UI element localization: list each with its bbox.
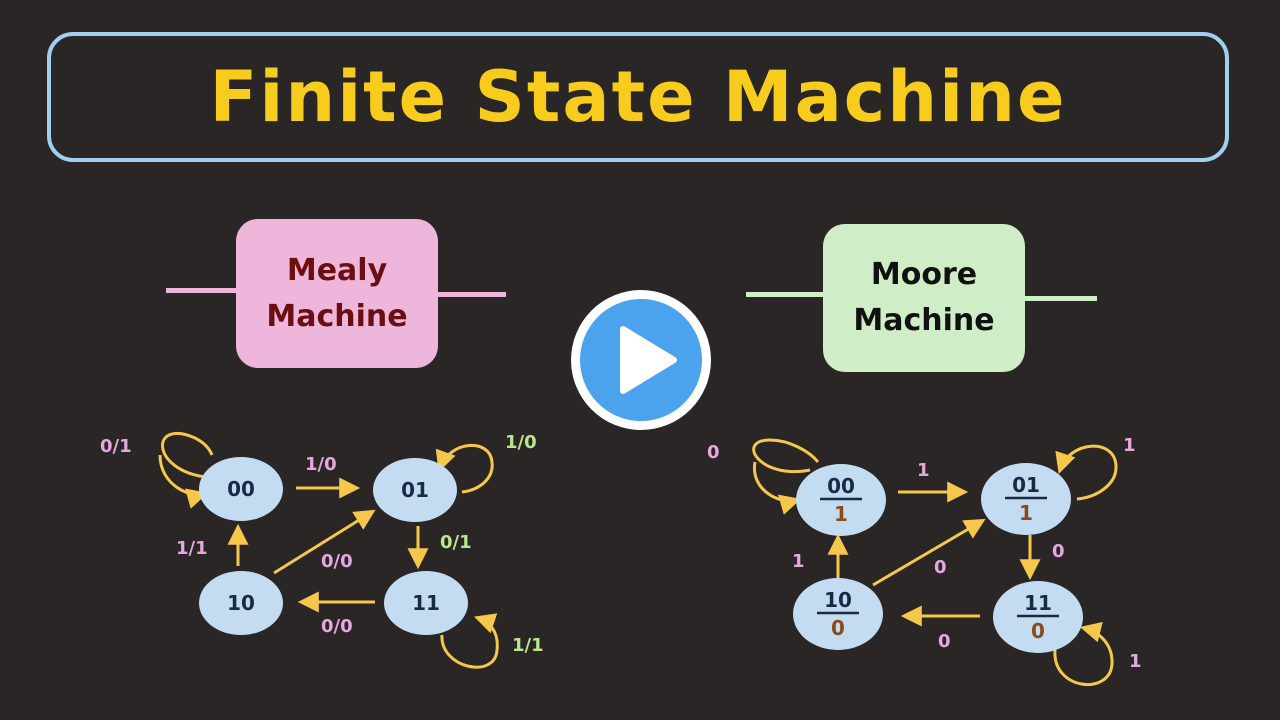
- mealy-state-01-label: 01: [401, 478, 429, 502]
- mealy-label-self11: 1/1: [512, 635, 544, 656]
- moore-label-10-01: 0: [934, 557, 947, 578]
- moore-label-11-10: 0: [938, 631, 951, 652]
- mealy-output-wire: [436, 292, 506, 297]
- mealy-loop-01: [435, 444, 494, 494]
- moore-label-01-11: 0: [1052, 541, 1065, 562]
- moore-label-line1: Moore: [870, 257, 978, 292]
- mealy-label-10-01: 0/0: [321, 551, 353, 572]
- moore-diagram: 00 1 01 1 10 0 11 0 0 1 1 0 1 0 0 1: [707, 435, 1142, 686]
- moore-label-self11: 1: [1129, 651, 1142, 672]
- moore-state-10-label: 10: [824, 588, 852, 612]
- mealy-state-10: [199, 571, 283, 635]
- moore-label-10-00: 1: [792, 551, 805, 572]
- moore-state-10-output: 0: [831, 616, 845, 640]
- mealy-label-line2: Machine: [266, 298, 408, 334]
- moore-label-self01: 1: [1123, 435, 1136, 456]
- moore-loop-11: [1053, 621, 1114, 686]
- moore-state-11-label: 11: [1024, 591, 1052, 615]
- moore-label-self00: 0: [707, 442, 720, 463]
- page-title: Finite State Machine: [209, 56, 1067, 138]
- moore-state-01-label: 01: [1012, 473, 1040, 497]
- mealy-input-wire: [166, 288, 238, 293]
- mealy-state-01: [373, 458, 457, 522]
- mealy-loop-00: [161, 431, 214, 479]
- mealy-state-00: [199, 457, 283, 521]
- title-box: Finite State Machine: [47, 32, 1229, 162]
- mealy-state-11-label: 11: [412, 591, 440, 615]
- moore-state-01-output: 1: [1019, 501, 1033, 525]
- moore-loop-01: [1055, 444, 1118, 501]
- moore-output-wire: [1023, 296, 1097, 301]
- moore-label-00-01: 1: [917, 460, 930, 481]
- moore-machine-box: Moore Machine: [823, 224, 1025, 372]
- mealy-state-00-label: 00: [227, 477, 255, 501]
- mealy-label-self00: 0/1: [100, 436, 132, 457]
- mealy-loop-11: [440, 613, 499, 669]
- moore-state-11-output: 0: [1031, 619, 1045, 643]
- mealy-label-11-10: 0/0: [321, 616, 353, 637]
- mealy-label-self01: 1/0: [505, 432, 537, 453]
- moore-state-00-label: 00: [827, 474, 855, 498]
- mealy-label-00-01: 1/0: [305, 454, 337, 475]
- mealy-edge-10-01: [273, 509, 376, 575]
- mealy-machine-box: Mealy Machine: [236, 219, 438, 368]
- mealy-label-10-00: 1/1: [176, 538, 208, 559]
- mealy-diagram: 00 01 10 11 0/1 1/0 1/0 0/1 1/1 0/0 0/0 …: [100, 431, 544, 669]
- moore-edge-10-01: [872, 518, 986, 587]
- mealy-label-01-11: 0/1: [440, 532, 472, 553]
- moore-state-00-output: 1: [834, 502, 848, 526]
- moore-input-wire: [746, 292, 825, 297]
- moore-label-line2: Machine: [853, 303, 995, 338]
- mealy-label-line1: Mealy: [286, 252, 388, 288]
- play-icon: [571, 290, 711, 430]
- play-button[interactable]: [568, 287, 714, 433]
- mealy-state-11: [384, 571, 468, 635]
- moore-loop-00: [752, 438, 820, 474]
- mealy-state-10-label: 10: [227, 591, 255, 615]
